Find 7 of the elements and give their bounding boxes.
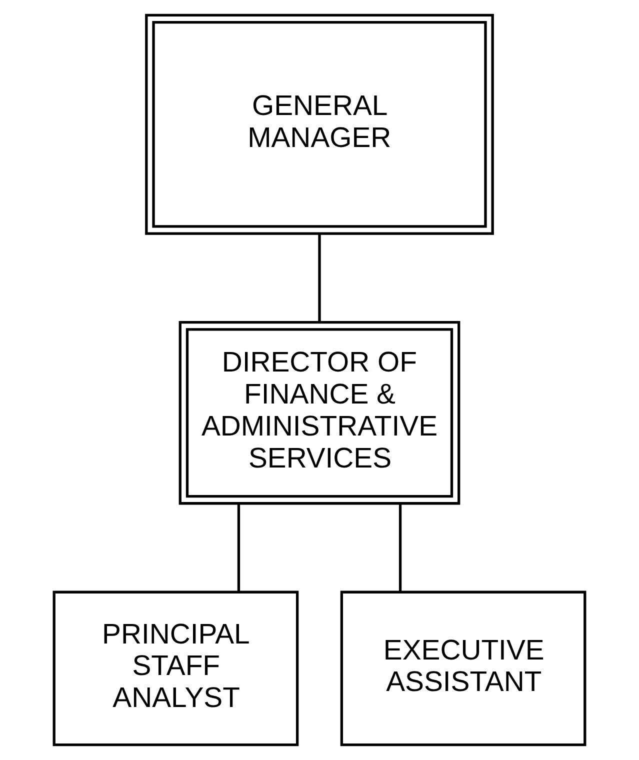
connector [318,234,321,322]
node-box: PRINCIPAL STAFF ANALYST [52,590,299,746]
connector [237,504,240,592]
connector [398,504,402,592]
node-box: DIRECTOR OF FINANCE & ADMINISTRATIVE SERVICES [178,320,460,505]
node-box: EXECUTIVE ASSISTANT [340,590,586,746]
node-box: GENERAL MANAGER [145,14,494,235]
